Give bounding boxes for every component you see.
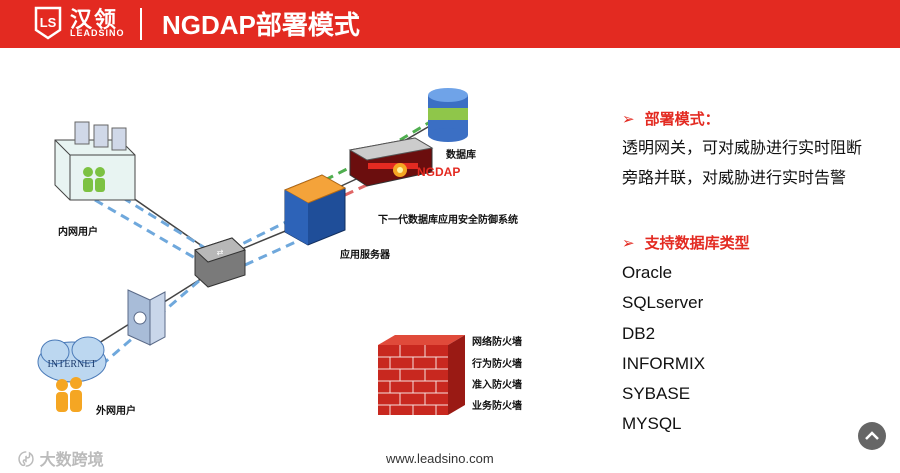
header-divider [140,8,142,40]
switch-icon: ⇄ [194,237,246,288]
brick-firewall-icon [378,335,465,415]
firewall-type-behavior: 行为防火墙 [472,359,522,370]
internet-cloud-icon: INTERNET [37,336,107,383]
db-item-sqlserver: SQLserver [622,293,704,313]
scroll-top-button[interactable] [858,422,886,450]
database-label: 数据库 [446,150,476,161]
watermark-logo-icon: 〄 [18,450,35,469]
firewall-wall-icon [127,289,166,346]
deployment-heading-text: 部署模式： [644,110,720,128]
app-server-label: 应用服务器 [340,250,390,261]
watermark: 〄 大数跨境 [18,446,104,470]
external-users-label: 外网用户 [96,406,136,417]
watermark-text: 大数跨境 [39,450,104,469]
external-users-icon [56,377,82,412]
logo-mark-text: LS [40,15,57,30]
db-item-sybase: SYBASE [622,384,691,404]
firewall-type-access: 准入防火墙 [472,380,522,391]
brand-name-en: LEADSINO [70,28,125,38]
internal-users-label: 内网用户 [58,227,98,238]
deployment-section: ➢ 部署模式： 透明网关，可对威胁进行实时阻断 旁路并联，对威胁进行实时告警 [622,108,892,193]
network-diagram: ⇄ INTERNET [37,88,468,415]
internal-users-icon [54,121,136,201]
db-item-mysql: MYSQL [622,414,682,434]
db-item-informix: INFORMIX [622,353,706,373]
bullet-arrow-icon: ➢ [622,234,635,252]
flow-switch-server [229,218,291,252]
firewall-type-network: 网络防火墙 [472,337,522,348]
brand-name-cn: 汉领 [70,8,119,33]
footer-url: www.leadsino.com [386,451,494,466]
db-item-oracle: Oracle [622,263,673,282]
page-title: NGDAP部署模式 [162,10,360,40]
deployment-line-1: 透明网关，可对威胁进行实时阻断 [622,138,863,157]
bullet-arrow-icon: ➢ [622,110,635,128]
flow-external [89,278,201,377]
db-type-list: Oracle SQLserver DB2 INFORMIX SYBASE MYS… [622,258,705,440]
flow-ngdap-db [399,120,431,142]
slide-header: LS 汉领 LEADSINO NGDAP部署模式 [0,0,900,48]
deployment-heading: ➢ 部署模式： [622,108,892,129]
db-support-heading: ➢ 支持数据库类型 [622,232,892,253]
ngdap-device-icon [348,137,434,187]
flow-internal-out [94,198,196,260]
firewall-type-business: 业务防火墙 [472,401,522,412]
db-support-heading-text: 支持数据库类型 [644,234,750,252]
chevron-up-icon [865,431,879,440]
leadsino-logo-icon: LS [34,6,62,40]
svg-text:⇄: ⇄ [217,248,224,257]
database-icon [428,88,468,142]
internet-label: INTERNET [48,359,97,370]
db-item-db2: DB2 [622,323,656,343]
app-server-icon [283,174,347,246]
flow-server-switch [244,238,301,267]
deployment-line-2: 旁路并联，对威胁进行实时告警 [622,168,847,187]
db-support-heading-wrap: ➢ 支持数据库类型 [622,232,892,253]
ngdap-desc-label: 下一代数据库应用安全防御系统 [378,215,518,226]
ngdap-name-label: NGDAP [417,165,461,179]
